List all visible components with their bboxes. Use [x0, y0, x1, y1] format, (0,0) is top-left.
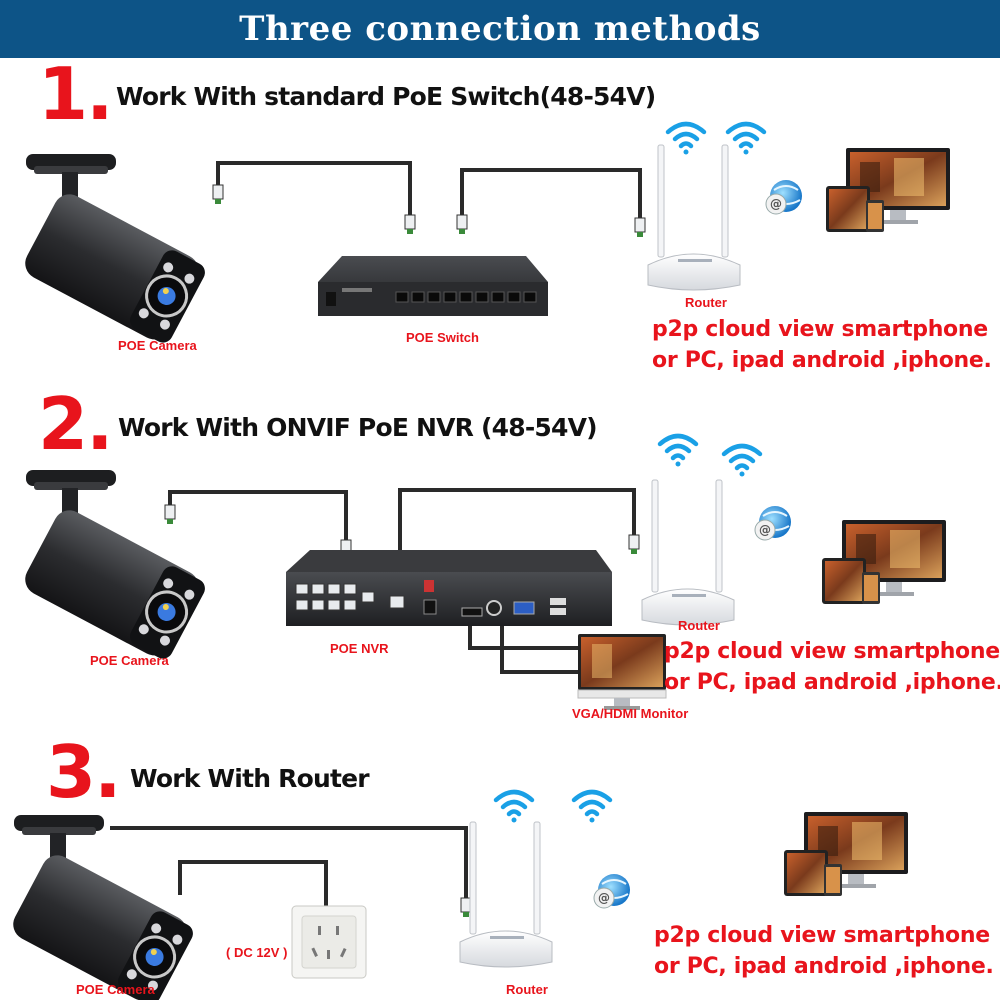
devices-icon: [826, 148, 950, 232]
camera-icon: [6, 813, 199, 1000]
wifi-icon: [496, 792, 532, 823]
p2p-text-2: p2p cloud view smartphone or PC, ipad an…: [664, 636, 1000, 698]
section-2-title: Work With ONVIF PoE NVR (48-54V): [118, 413, 598, 442]
p2p-line: p2p cloud view smartphone: [654, 923, 990, 948]
camera-label: POE Camera: [76, 982, 155, 997]
wifi-icon: [668, 124, 704, 155]
router-icon: [641, 479, 735, 626]
camera-to-switch-cable: [216, 161, 412, 220]
switch-label: POE Switch: [406, 330, 479, 345]
p2p-text-3: p2p cloud view smartphone or PC, ipad an…: [654, 920, 994, 982]
section-1-number: 1.: [38, 52, 113, 136]
camera-icon: [18, 468, 211, 666]
p2p-line: or PC, ipad android ,iphone.: [652, 348, 992, 373]
poe-switch-icon: [318, 256, 548, 316]
monitor-label: VGA/HDMI Monitor: [572, 706, 689, 721]
p2p-line: or PC, ipad android ,iphone.: [654, 954, 994, 979]
wifi-icon: [728, 124, 764, 155]
p2p-line: or PC, ipad android ,iphone.: [664, 670, 1000, 695]
wifi-icon: [574, 792, 610, 823]
router-label: Router: [678, 618, 720, 633]
router-icon: [459, 821, 553, 968]
wall-socket-icon: [291, 905, 367, 979]
section-3-title: Work With Router: [130, 764, 370, 793]
section-1-title: Work With standard PoE Switch(48-54V): [116, 82, 656, 111]
p2p-text-1: p2p cloud view smartphone or PC, ipad an…: [652, 314, 992, 376]
title-banner: Three connection methods: [0, 0, 1000, 58]
dc-label: ( DC 12V ): [226, 945, 288, 960]
p2p-line: p2p cloud view smartphone: [664, 639, 1000, 664]
router-label: Router: [506, 982, 548, 997]
router-icon: [647, 144, 741, 291]
email-globe-icon: [754, 505, 792, 541]
hdmi-cable: [468, 625, 580, 650]
vga-cable: [500, 625, 580, 674]
monitor-icon: [577, 633, 667, 711]
camera-to-nvr-cable: [168, 490, 348, 545]
email-globe-icon: [765, 179, 803, 215]
camera-icon: [18, 152, 211, 350]
camera-label: POE Camera: [118, 338, 197, 353]
section-1-diagram: [18, 124, 950, 350]
devices-icon: [822, 520, 946, 604]
section-3-diagram: [6, 792, 908, 1000]
switch-to-router-cable: [460, 168, 642, 222]
nvr-icon: [286, 550, 612, 626]
section-2-number: 2.: [38, 382, 113, 466]
email-globe-icon: [593, 873, 631, 909]
power-cable: [178, 860, 328, 906]
banner-title: Three connection methods: [239, 9, 761, 49]
wifi-icon: [724, 446, 760, 477]
p2p-line: p2p cloud view smartphone: [652, 317, 988, 342]
section-3-number: 3.: [46, 730, 121, 814]
nvr-label: POE NVR: [330, 641, 389, 656]
devices-icon: [784, 812, 908, 896]
section-2-diagram: [18, 436, 946, 711]
camera-label: POE Camera: [90, 653, 169, 668]
wifi-icon: [660, 436, 696, 467]
camera-to-router-cable: [110, 826, 468, 902]
nvr-to-router-cable: [398, 488, 636, 578]
router-label: Router: [685, 295, 727, 310]
